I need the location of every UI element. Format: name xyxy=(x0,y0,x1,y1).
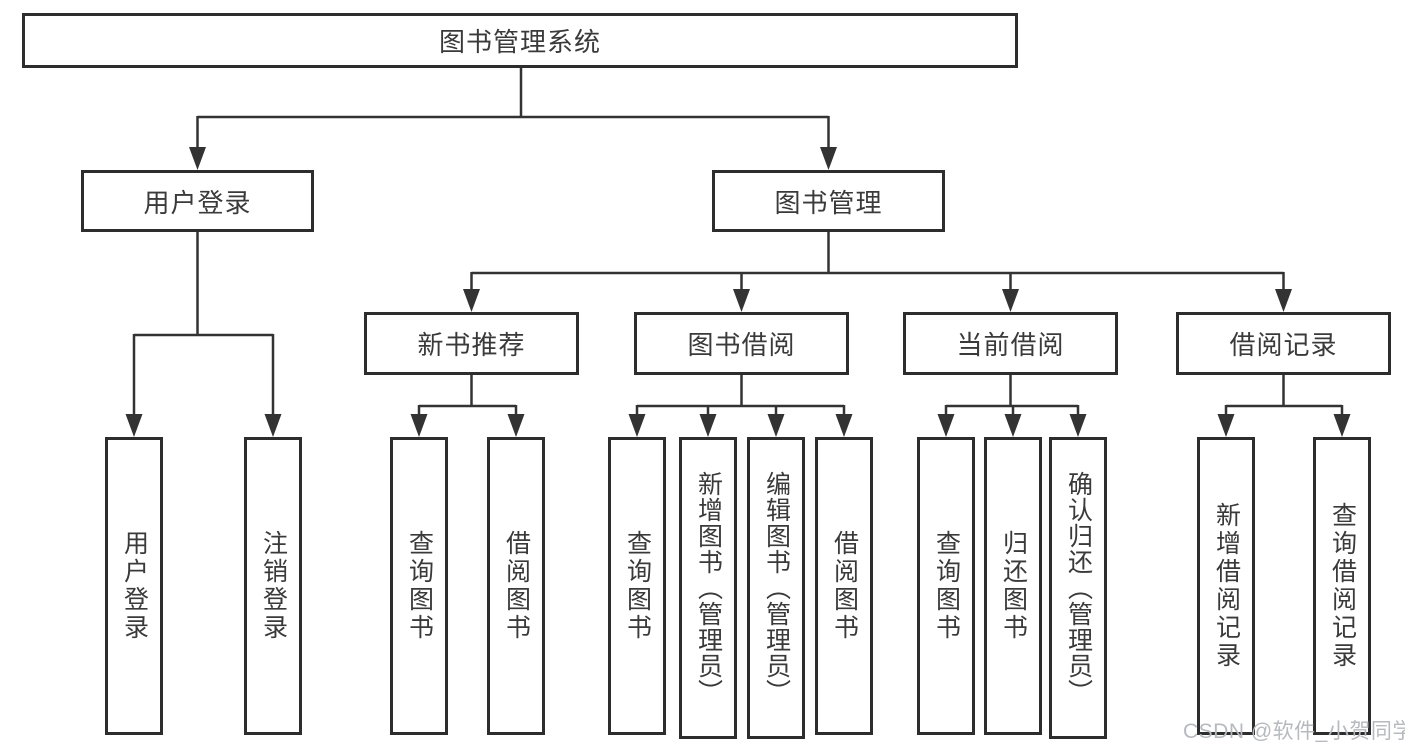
node-book-borrowing: 图书借阅 xyxy=(634,312,849,375)
leaf-recommend-query-book: 查询图书 xyxy=(390,437,448,735)
leaf-borrowing-add-book-admin: 新增图书（管理员） xyxy=(679,437,737,739)
node-new-book-recommendation: 新书推荐 xyxy=(364,312,579,375)
leaf-current-confirm-return-admin: 确认归还（管理员） xyxy=(1049,437,1107,739)
leaf-current-return-book: 归还图书 xyxy=(984,437,1042,735)
leaf-recommend-borrow-book: 借阅图书 xyxy=(487,437,545,735)
leaf-borrowing-borrow-book: 借阅图书 xyxy=(815,437,873,735)
leaf-logout-login: 注销登录 xyxy=(244,437,302,735)
node-library-management-system: 图书管理系统 xyxy=(22,13,1018,68)
leaf-records-query-record: 查询借阅记录 xyxy=(1313,437,1371,735)
leaf-records-add-record: 新增借阅记录 xyxy=(1197,437,1255,735)
node-current-borrowing: 当前借阅 xyxy=(903,312,1118,375)
node-borrowing-records: 借阅记录 xyxy=(1176,312,1391,375)
leaf-current-query-book: 查询图书 xyxy=(917,437,975,735)
node-user-login: 用户登录 xyxy=(81,170,314,232)
leaf-borrowing-query-book: 查询图书 xyxy=(608,437,666,735)
leaf-borrowing-edit-book-admin: 编辑图书（管理员） xyxy=(747,437,805,739)
csdn-watermark: CSDN @软件_小贺同学 xyxy=(1183,720,1405,743)
leaf-user-login: 用户登录 xyxy=(105,437,163,735)
node-book-management: 图书管理 xyxy=(712,170,945,232)
